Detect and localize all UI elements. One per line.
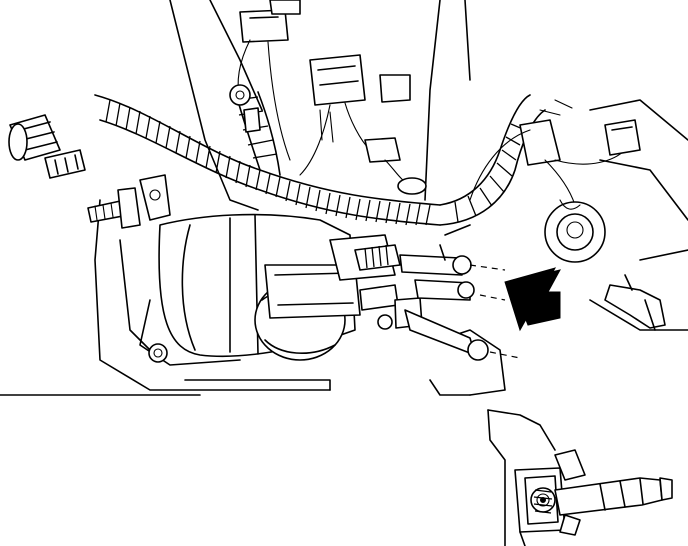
solenoid-detail-icon bbox=[487, 409, 673, 546]
right-sensor-wires bbox=[469, 99, 666, 331]
solenoid-terminals bbox=[329, 224, 521, 361]
mounting-bolt-left bbox=[87, 174, 171, 229]
arrow-icon bbox=[504, 267, 561, 332]
upper-connectors bbox=[229, 0, 427, 195]
left-pipe bbox=[8, 114, 86, 179]
starter-motor-icon bbox=[148, 213, 361, 363]
engine-block-outline bbox=[0, 0, 688, 396]
